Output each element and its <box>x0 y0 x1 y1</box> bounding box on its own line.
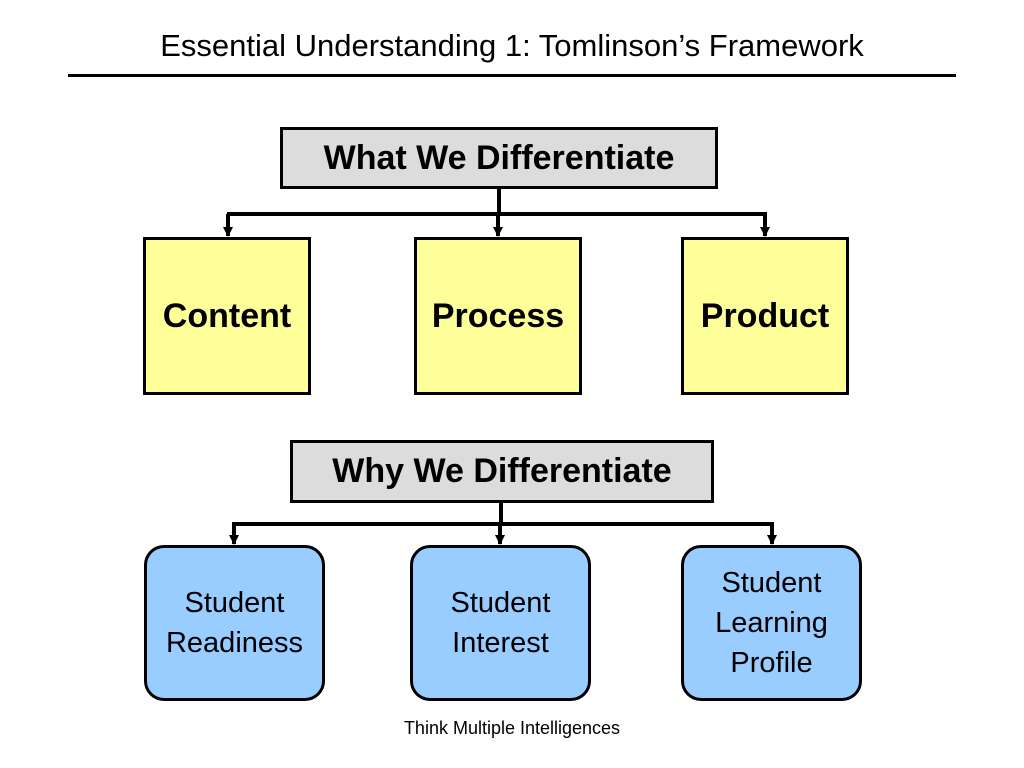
page-title: Essential Understanding 1: Tomlinson’s F… <box>160 28 864 63</box>
content-box: Content <box>143 237 311 395</box>
student-learning-profile-line-3: Profile <box>730 647 813 679</box>
student-readiness-line-2: Readiness <box>165 627 304 659</box>
what-we-differentiate-box: What We Differentiate <box>280 127 718 189</box>
student-interest-box: Student Interest <box>410 545 591 701</box>
student-learning-profile-line-1: Student <box>721 567 822 599</box>
student-readiness-line-1: Student <box>184 587 285 619</box>
student-interest-line-2: Interest <box>452 627 549 659</box>
student-learning-profile-box: Student Learning Profile <box>681 545 862 701</box>
student-readiness-box: Student Readiness <box>144 545 325 701</box>
footer-note: Think Multiple Intelligences <box>403 718 621 738</box>
title-underline <box>68 74 956 77</box>
student-learning-profile-line-2: Learning <box>715 607 828 639</box>
student-interest-line-1: Student <box>450 587 551 619</box>
product-box: Product <box>681 237 849 395</box>
why-we-differentiate-box: Why We Differentiate <box>290 440 714 503</box>
process-box: Process <box>414 237 582 395</box>
